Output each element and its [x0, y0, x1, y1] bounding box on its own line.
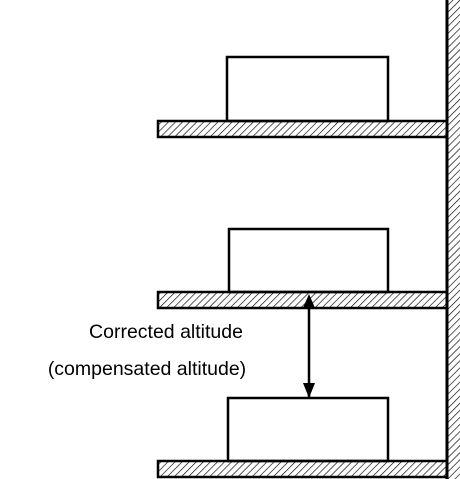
top-box [225, 55, 390, 123]
middle-box [227, 227, 390, 294]
label-line-1: Corrected altitude [89, 321, 243, 343]
dimension-label: Corrected altitude (compensated altitude… [48, 321, 246, 380]
dimension-arrow [303, 294, 315, 398]
middle-shelf [156, 290, 449, 310]
bottom-box [226, 396, 390, 463]
bottom-shelf [156, 459, 449, 479]
arrow-head-down [303, 383, 315, 398]
bottom-shelf-assembly [156, 396, 449, 479]
top-shelf-assembly [156, 55, 449, 139]
arrow-head-up [303, 294, 315, 308]
top-shelf [156, 119, 449, 139]
label-line-2: (compensated altitude) [48, 358, 246, 380]
wall [445, 0, 460, 479]
middle-shelf-assembly [156, 227, 449, 310]
